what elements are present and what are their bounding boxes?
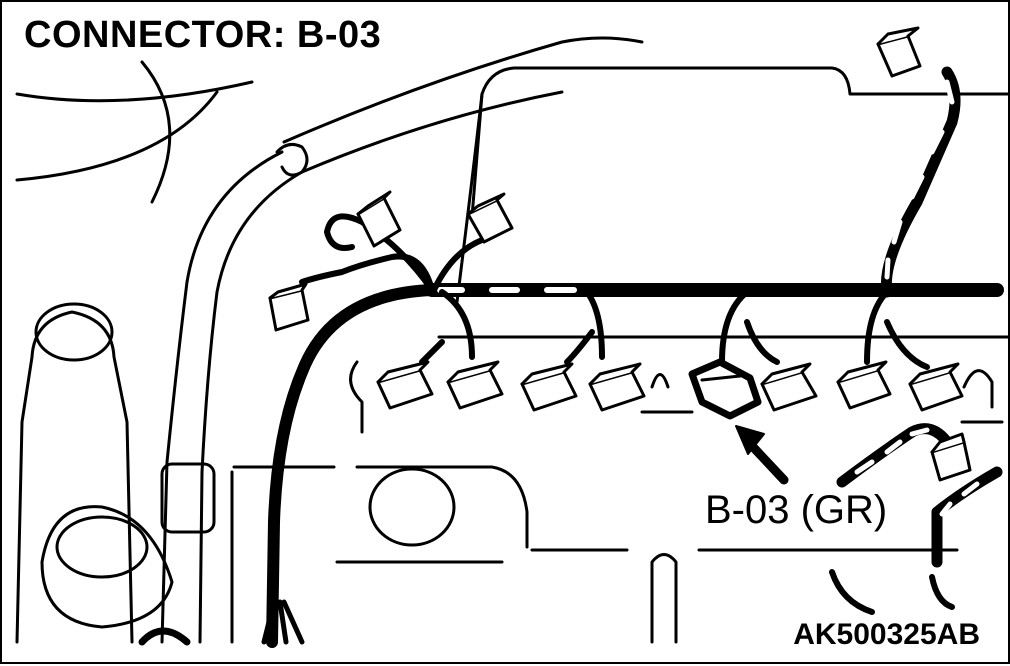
wiring-harness: [261, 66, 1004, 648]
callout-arrow: [735, 425, 789, 485]
connectors: [268, 26, 994, 482]
connector-title: CONNECTOR: B-03: [24, 14, 382, 56]
figure-id: AK500325AB: [793, 618, 980, 651]
engine-background-outlines: [15, 36, 1010, 646]
connector-callout-label: B-03 (GR): [705, 488, 888, 532]
